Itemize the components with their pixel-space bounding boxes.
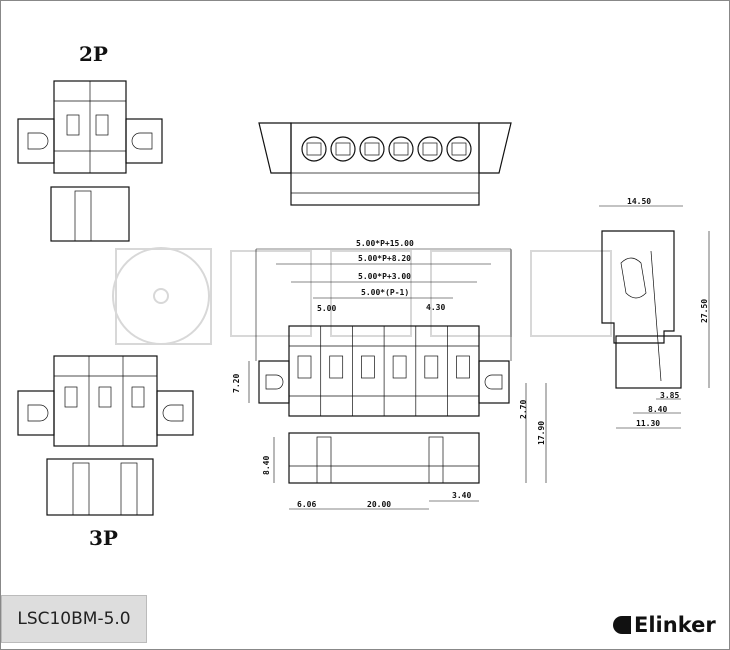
dim-side-width: 14.50: [627, 197, 651, 206]
label-3p: 3P: [89, 526, 118, 550]
dim-post-width: 3.40: [452, 491, 471, 500]
dim-side-height: 27.50: [700, 299, 709, 323]
label-2p: 2P: [79, 42, 108, 66]
wire-entry: [361, 355, 375, 379]
dim-body: 5.00*P+3.00: [358, 272, 411, 281]
brand-logo: Elinker: [613, 613, 716, 637]
dim-pitch-span: 5.00*(P-1): [361, 288, 409, 297]
front-dimensions: 5.00*P+15.00 5.00*P+8.20 5.00*P+3.00 5.0…: [232, 239, 547, 510]
terminal-screw: [301, 136, 327, 162]
dim-edge: 4.30: [426, 303, 445, 312]
connector-3p-view: [17, 355, 194, 516]
dim-side-d2: 8.40: [648, 405, 667, 414]
terminal-screw: [359, 136, 385, 162]
dim-flange: 5.00*P+8.20: [358, 254, 411, 263]
dim-overall: 5.00*P+15.00: [356, 239, 414, 248]
connector-front-view: [258, 325, 510, 484]
dim-height-top: 7.20: [232, 374, 241, 393]
terminal-slot: [335, 142, 351, 156]
dim-step: 2.70: [519, 400, 528, 419]
connector-side-view: 14.50 27.50 3.85 8.40 11.30: [599, 197, 710, 429]
terminal-slot: [451, 142, 467, 156]
watermark: [112, 247, 612, 345]
terminal-screw: [330, 136, 356, 162]
terminal-slot: [306, 142, 322, 156]
brand-name: Elinker: [634, 613, 716, 637]
dim-side-d3: 11.30: [636, 419, 660, 428]
terminal-screw: [417, 136, 443, 162]
wire-entry: [456, 355, 470, 379]
terminal-screw: [446, 136, 472, 162]
dim-side-d1: 3.85: [660, 391, 679, 400]
model-number-label: LSC10BM-5.0: [1, 595, 147, 643]
terminal-slot: [422, 142, 438, 156]
wire-entry: [424, 355, 439, 379]
wire-entry: [329, 355, 344, 379]
dim-pitch: 5.00: [317, 304, 336, 313]
dim-post-span: 20.00: [367, 500, 391, 509]
wire-entry: [297, 355, 312, 379]
terminal-slot: [364, 142, 380, 156]
terminal-screw: [388, 136, 414, 162]
dim-total-height: 17.90: [537, 421, 546, 445]
wire-entry: [392, 355, 407, 379]
connector-top-view: [258, 122, 512, 206]
connector-2p-view: [17, 80, 163, 242]
dim-offset-left: 6.06: [297, 500, 316, 509]
brand-logo-icon: [613, 616, 631, 634]
dim-height-plug: 8.40: [262, 456, 271, 475]
terminal-slot: [393, 142, 409, 156]
